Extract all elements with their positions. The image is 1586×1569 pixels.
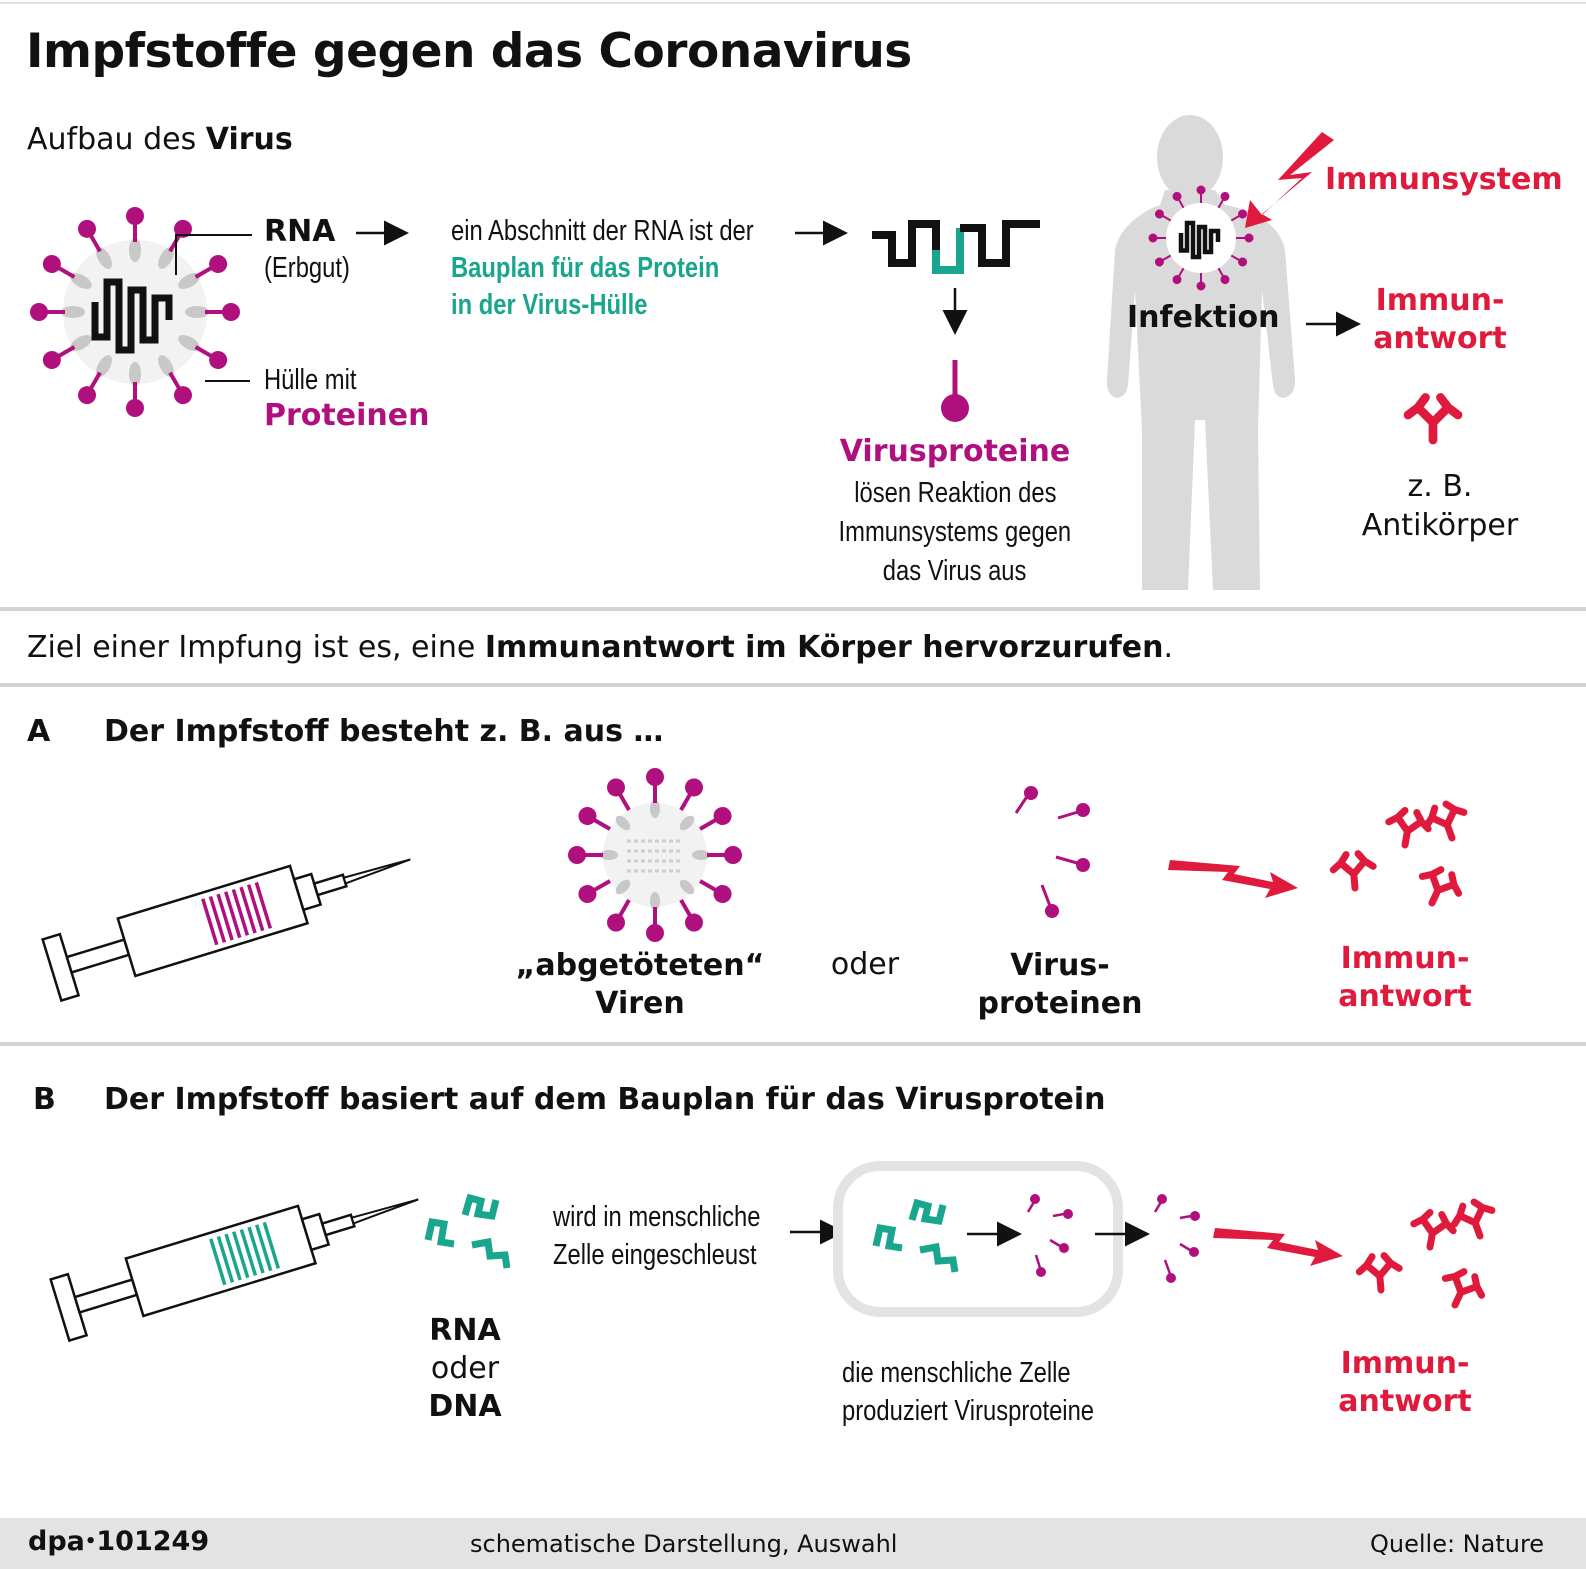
page-title: Impfstoffe gegen das Coronavirus	[26, 24, 912, 79]
immunantwort-label: Immun- antwort	[1345, 282, 1535, 358]
lightning-icon	[1213, 1228, 1343, 1266]
bauplan-line-2: in der Virus-Hülle	[451, 289, 648, 321]
divider-goal-a	[0, 683, 1586, 687]
virus-icon	[28, 205, 242, 419]
agency-label: dpa	[28, 1526, 85, 1557]
antibody-icon	[1358, 1197, 1499, 1313]
protein-spike-icon	[941, 360, 969, 422]
virusproteinen-line-2: proteinen	[977, 986, 1143, 1021]
antikoerper-line-2: Antikörper	[1361, 508, 1519, 543]
abgetoetete-viren-label: „abgetöteten“ Viren	[495, 947, 785, 1023]
divider-virus-goal	[0, 607, 1586, 611]
virus-icon	[1147, 184, 1255, 292]
footer-note: schematische Darstellung, Auswahl	[470, 1530, 898, 1558]
immunantwort-line-1: Immun-	[1375, 283, 1505, 318]
protein-spike-icon	[1014, 786, 1090, 918]
footer-bar	[0, 1518, 1586, 1569]
reaction-line-2: Immunsystems gegen	[838, 516, 1072, 548]
section-b-immunantwort-label: Immun- antwort	[1315, 1345, 1495, 1421]
heading-prefix: Aufbau des	[27, 122, 206, 157]
syringe-icon	[49, 1198, 419, 1343]
rna-callout-line	[175, 234, 252, 275]
rna-dna-label: RNA oder DNA	[400, 1312, 530, 1426]
section-a-heading: Der Impfstoff besteht z. B. aus …	[104, 714, 664, 749]
protein-spike-icon	[1026, 1194, 1073, 1277]
b-immun-line-1: Immun-	[1340, 1346, 1470, 1381]
reaction-line-3: das Virus aus	[883, 555, 1027, 587]
abschnitt-text: ein Abschnitt der RNA ist der	[451, 215, 754, 247]
immunsystem-label: Immunsystem	[1325, 162, 1563, 197]
a-immun-line-1: Immun-	[1340, 941, 1470, 976]
rna-strand-icon	[872, 1198, 959, 1273]
antibody-icon	[1332, 799, 1471, 911]
virusproteine-label: Virusproteine	[839, 434, 1071, 469]
infektion-label: Infektion	[1127, 300, 1280, 335]
heading-bold: Virus	[205, 122, 293, 157]
rna-dna-line-3: DNA	[428, 1389, 502, 1424]
virus-section-heading: Aufbau des Virus	[27, 122, 293, 157]
rna-strand-icon	[424, 1193, 511, 1269]
rna-label: RNA	[264, 214, 336, 249]
zelle-text: die menschliche Zelle produziert Viruspr…	[842, 1354, 1094, 1430]
reaction-line-1: lösen Reaktion des	[853, 477, 1057, 509]
eingeschleust-line-2: Zelle eingeschleust	[553, 1239, 757, 1271]
virusproteinen-line-1: Virus-	[1010, 948, 1110, 983]
lightning-icon	[1168, 860, 1298, 898]
dpa-credit: dpa•101249	[28, 1526, 209, 1557]
goal-text: Ziel einer Impfung ist es, eine Immunant…	[27, 630, 1173, 665]
goal-bold: Immunantwort im Körper hervorzurufen	[484, 630, 1164, 665]
top-rule	[0, 2, 1586, 4]
proteinen-label: Proteinen	[264, 398, 430, 433]
eingeschleust-line-1: wird in menschliche	[553, 1201, 761, 1233]
bauplan-line-1: Bauplan für das Protein	[451, 252, 720, 284]
rna-strand-icon	[872, 220, 1040, 274]
lightning-icon	[1245, 132, 1334, 228]
antibody-icon	[1408, 398, 1458, 441]
section-a-letter: A	[27, 714, 51, 749]
divider-a-b	[0, 1042, 1586, 1046]
b-immun-line-2: antwort	[1338, 1384, 1472, 1419]
agency-bullet: •	[84, 1531, 97, 1552]
antikoerper-label: z. B. Antikörper	[1345, 467, 1535, 545]
section-b-letter: B	[33, 1082, 56, 1117]
rna-dna-line-2: oder	[430, 1351, 500, 1386]
section-b-heading: Der Impfstoff basiert auf dem Bauplan fü…	[104, 1082, 1106, 1117]
goal-suffix: .	[1163, 630, 1174, 665]
eingeschleust-text: wird in menschliche Zelle eingeschleust	[553, 1198, 760, 1274]
reaction-text: lösen Reaktion des Immunsystems gegen da…	[805, 474, 1105, 591]
virusproteinen-label: Virus- proteinen	[950, 947, 1170, 1023]
a-immun-line-2: antwort	[1338, 979, 1472, 1014]
syringe-icon	[41, 858, 411, 1003]
cell-icon	[833, 1161, 1123, 1317]
graphic-number: 101249	[96, 1526, 210, 1557]
viren-line-2: Viren	[595, 986, 685, 1021]
zelle-line-2: produziert Virusproteine	[842, 1395, 1095, 1427]
human-silhouette-icon	[1106, 115, 1296, 590]
antikoerper-line-1: z. B.	[1407, 469, 1473, 504]
immunantwort-line-2: antwort	[1373, 321, 1507, 356]
goal-prefix: Ziel einer Impfung ist es, eine	[27, 630, 485, 665]
virus-icon	[566, 766, 744, 944]
protein-spike-icon	[1153, 1194, 1200, 1283]
rna-dna-line-1: RNA	[429, 1313, 501, 1348]
rna-sub-label: (Erbgut)	[264, 252, 350, 284]
huelle-label: Hülle mit	[264, 364, 357, 396]
source-label: Quelle: Nature	[1370, 1530, 1545, 1558]
oder-label: oder	[830, 947, 900, 982]
viren-line-1: „abgetöteten“	[515, 948, 765, 983]
section-a-immunantwort-label: Immun- antwort	[1315, 940, 1495, 1016]
zelle-line-1: die menschliche Zelle	[842, 1357, 1071, 1389]
